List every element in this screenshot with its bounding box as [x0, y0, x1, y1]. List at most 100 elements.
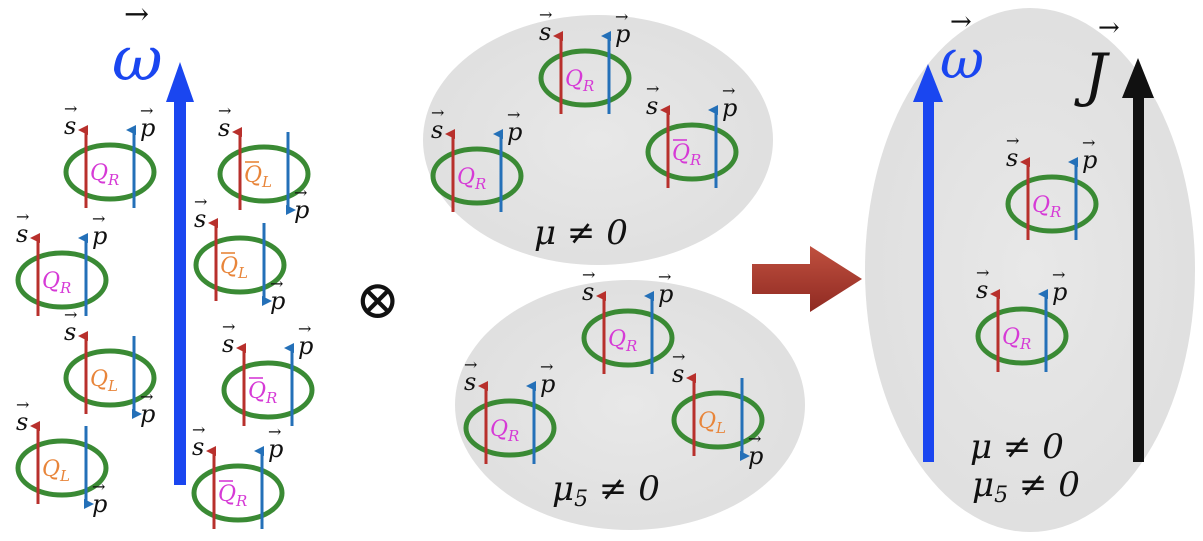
chirality-label: QR	[1002, 325, 1031, 353]
momentum-label: p	[140, 114, 155, 142]
momentum-accent: →	[615, 7, 628, 26]
particle-QbarR-up: s→p→QR	[645, 79, 739, 188]
particle-ring	[63, 348, 157, 408]
particle-QR-up: s→p→QR	[15, 207, 109, 316]
spin-label: s	[431, 116, 443, 144]
momentum-accent: →	[140, 101, 153, 120]
spin-accent: →	[1006, 131, 1019, 150]
momentum-label: p	[615, 20, 630, 48]
particle-QL-down: s→p→QL	[63, 305, 157, 428]
momentum-label: p	[92, 490, 107, 518]
momentum-accent: →	[92, 209, 105, 228]
momentum-accent: →	[748, 429, 761, 448]
chirality-label: QR	[457, 165, 486, 193]
spin-accent: →	[222, 317, 235, 336]
transition-arrow	[752, 246, 862, 312]
particle-QR-up: s→p→QR	[430, 103, 524, 212]
result-bubble	[865, 8, 1195, 532]
momentum-accent: →	[1082, 133, 1095, 152]
spin-accent: →	[646, 79, 659, 98]
spin-label: s	[64, 318, 76, 346]
particle-QbarR-up: s→p→QR	[191, 420, 285, 529]
mu5-bubble	[455, 280, 805, 530]
spin-label: s	[192, 433, 204, 461]
spin-label: s	[582, 278, 594, 306]
omega-label-left: ω	[112, 22, 163, 95]
spin-accent: →	[194, 192, 207, 211]
chirality-label: QL	[42, 457, 70, 485]
momentum-label: p	[658, 280, 673, 308]
spin-label: s	[646, 92, 658, 120]
particle-QR-up: s→p→QR	[1005, 131, 1099, 240]
chirality-label: QR	[565, 67, 594, 95]
chirality-label: QL	[220, 254, 248, 282]
spin-accent: →	[976, 263, 989, 282]
particle-ring	[193, 235, 287, 295]
current-J-arrow	[1122, 58, 1154, 462]
particle-QR-up: s→p→QR	[63, 99, 157, 208]
spin-label: s	[539, 18, 551, 46]
particle-QR-up: s→p→QR	[538, 5, 632, 114]
spin-accent: →	[16, 207, 29, 226]
momentum-accent: →	[1052, 265, 1065, 284]
momentum-label: p	[270, 287, 285, 315]
momentum-label: p	[1082, 146, 1097, 174]
spin-label: s	[64, 112, 76, 140]
chirality-label: QR	[42, 269, 71, 297]
momentum-accent: →	[507, 105, 520, 124]
particle-ring	[671, 390, 765, 450]
result-mu-label: μ ≠ 0	[970, 427, 1064, 467]
particle-QL-down: s→p→QL	[671, 347, 765, 470]
spin-accent: →	[539, 5, 552, 24]
momentum-accent: →	[658, 267, 671, 286]
particles-layer: s→p→QRs→p→QLs→p→QRs→p→QLs→p→QLs→p→QRs→p→…	[15, 5, 1099, 529]
omega-accent-right: →	[950, 7, 972, 37]
particle-ring	[217, 144, 311, 204]
particle-QbarL-down: s→p→QL	[193, 192, 287, 315]
omega-arrow-right	[913, 64, 943, 462]
spin-accent: →	[464, 355, 477, 374]
chirality-label: QL	[90, 367, 118, 395]
omega-arrow-left	[166, 62, 194, 485]
particle-QR-up: s→p→QR	[463, 355, 557, 464]
momentum-accent: →	[294, 183, 307, 202]
particle-ring	[975, 306, 1069, 366]
mu5-nonzero-label: μ5 ≠ 0	[552, 469, 660, 512]
spin-label: s	[218, 114, 230, 142]
momentum-label: p	[507, 118, 522, 146]
momentum-label: p	[748, 442, 763, 470]
chirality-label: QR	[672, 141, 701, 169]
momentum-accent: →	[298, 319, 311, 338]
omega-label-right: ω	[940, 28, 984, 91]
momentum-accent: →	[92, 477, 105, 496]
momentum-accent: →	[140, 387, 153, 406]
particle-ring	[221, 360, 315, 420]
result-mu5-label: μ5 ≠ 0	[972, 465, 1080, 508]
particle-ring	[191, 463, 285, 523]
particle-ring	[15, 438, 109, 498]
particle-QR-up: s→p→QR	[581, 265, 675, 374]
spin-accent: →	[16, 395, 29, 414]
momentum-label: p	[268, 435, 283, 463]
momentum-label: p	[1052, 278, 1067, 306]
spin-label: s	[464, 368, 476, 396]
particle-QR-up: s→p→QR	[975, 263, 1069, 372]
chirality-label: QR	[90, 161, 119, 189]
spin-accent: →	[192, 420, 205, 439]
spin-label: s	[16, 220, 28, 248]
particle-ring	[1005, 174, 1099, 234]
momentum-label: p	[294, 196, 309, 224]
momentum-label: p	[140, 400, 155, 428]
omega-accent-left: →	[124, 0, 149, 32]
momentum-accent: →	[270, 274, 283, 293]
spin-label: s	[976, 276, 988, 304]
spin-accent: →	[672, 347, 685, 366]
particle-ring	[645, 122, 739, 182]
spin-accent: →	[64, 99, 77, 118]
spin-label: s	[222, 330, 234, 358]
particle-QbarL-down: s→p→QL	[217, 101, 311, 224]
momentum-label: p	[722, 94, 737, 122]
chirality-label: QL	[698, 409, 726, 437]
